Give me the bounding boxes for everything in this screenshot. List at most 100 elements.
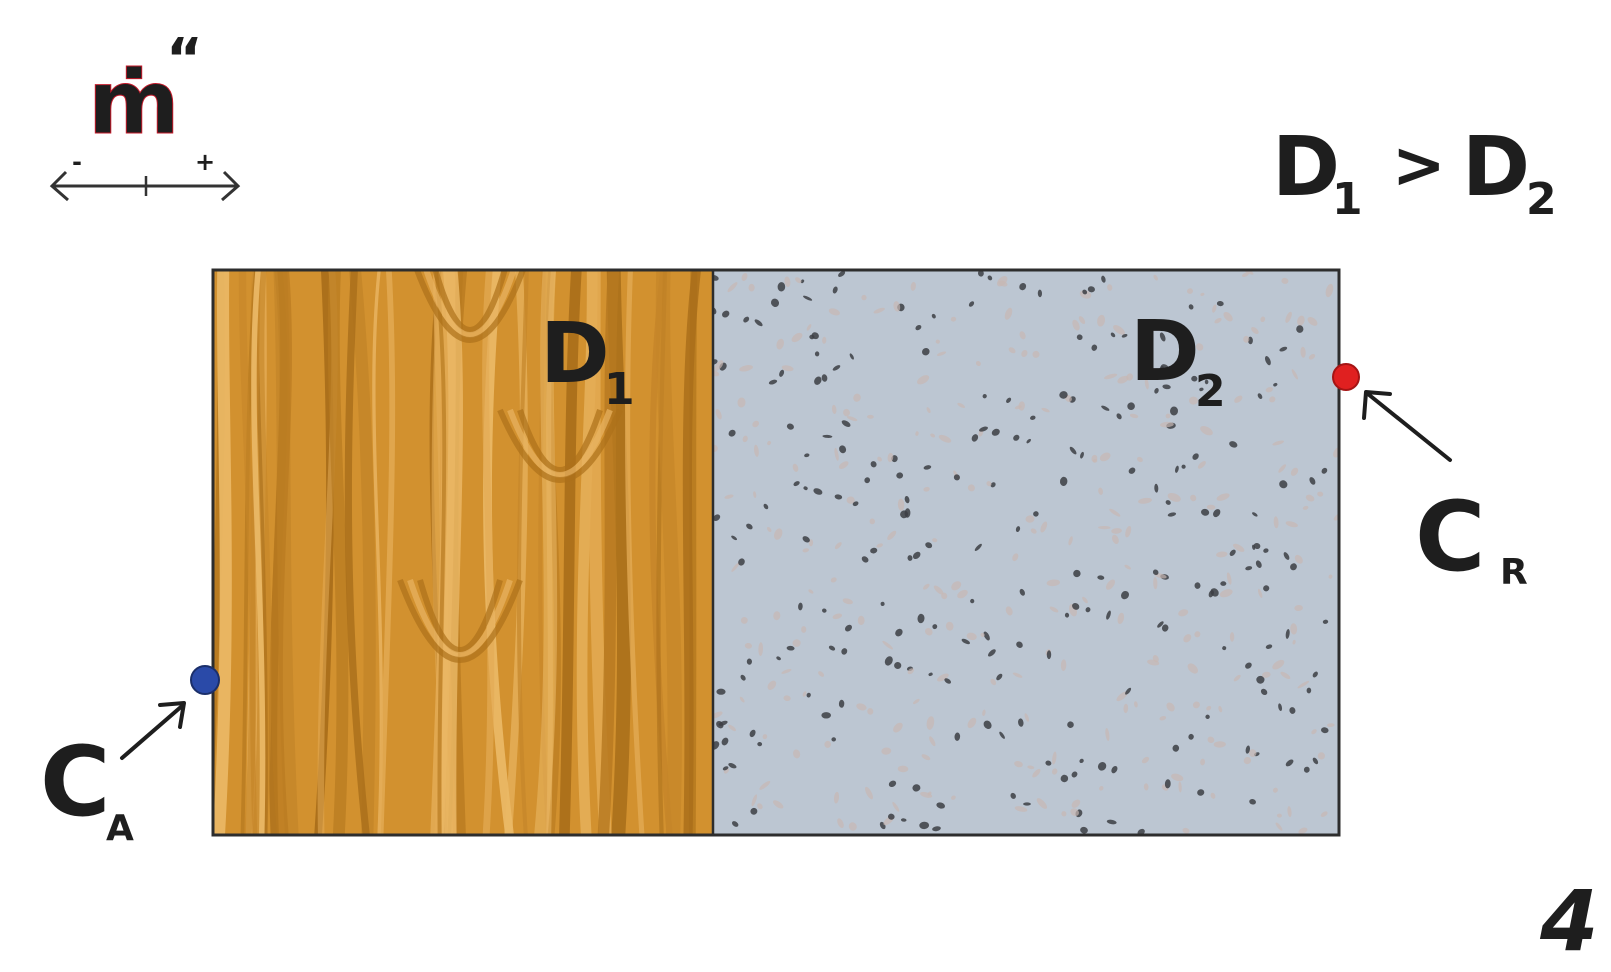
concrete-speckle bbox=[936, 802, 946, 809]
concrete-speckle bbox=[757, 803, 763, 810]
concrete-speckle bbox=[731, 562, 740, 572]
concrete-speckle bbox=[873, 307, 885, 314]
concrete-speckle bbox=[945, 621, 954, 631]
concrete-speckle bbox=[1213, 509, 1221, 518]
concrete-speckle bbox=[881, 747, 892, 755]
concrete-speckle bbox=[1207, 736, 1215, 744]
concrete-speckle bbox=[1041, 407, 1050, 413]
concrete-speckle bbox=[915, 431, 919, 436]
concrete-speckle bbox=[1143, 783, 1149, 791]
concrete-speckle bbox=[1060, 659, 1067, 671]
concrete-speckle bbox=[781, 668, 792, 674]
concrete-speckle bbox=[1037, 289, 1043, 298]
concrete-speckle bbox=[1296, 325, 1304, 333]
concrete-speckle bbox=[1280, 671, 1291, 680]
concrete-speckle bbox=[1192, 453, 1199, 460]
logo-letter: ṁ bbox=[88, 51, 180, 154]
concrete-speckle bbox=[843, 408, 850, 417]
concrete-speckle bbox=[1190, 494, 1197, 502]
concrete-speckle bbox=[749, 729, 756, 738]
concrete-speckle bbox=[1159, 715, 1167, 721]
concrete-speckle bbox=[971, 434, 979, 442]
concrete-speckle bbox=[1005, 606, 1013, 616]
concrete-speckle bbox=[1006, 397, 1012, 403]
concrete-speckle bbox=[1279, 480, 1288, 489]
concrete-speckle bbox=[1101, 405, 1110, 411]
concrete-speckle bbox=[1165, 413, 1171, 419]
concrete-speckle bbox=[1321, 727, 1329, 734]
concrete-speckle bbox=[1079, 758, 1084, 764]
concrete-speckle bbox=[793, 481, 800, 487]
concrete-speckle bbox=[762, 734, 768, 740]
concrete-speckle bbox=[1275, 822, 1283, 831]
concrete-speckle bbox=[763, 503, 769, 510]
concrete-speckle bbox=[1300, 346, 1306, 358]
concentration-r-label-main: C bbox=[1415, 481, 1485, 593]
concrete-speckle bbox=[773, 800, 784, 809]
concrete-speckle bbox=[1320, 811, 1328, 817]
concrete-speckle bbox=[919, 821, 930, 830]
concrete-speckle bbox=[1091, 344, 1098, 351]
concrete-speckle bbox=[1138, 497, 1152, 504]
concrete-speckle bbox=[1308, 354, 1316, 360]
concrete-speckle bbox=[982, 394, 987, 399]
concrete-speckle bbox=[1016, 641, 1023, 648]
concrete-speckle bbox=[936, 351, 947, 356]
concrete-speckle bbox=[1019, 331, 1026, 340]
concrete-speckle bbox=[1030, 415, 1036, 420]
concrete-speckle bbox=[1325, 283, 1334, 298]
concrete-speckle bbox=[1107, 284, 1113, 291]
concrete-speckle bbox=[767, 680, 777, 690]
concrete-speckle bbox=[931, 313, 936, 319]
concrete-speckle bbox=[1059, 391, 1068, 399]
concrete-speckle bbox=[1303, 766, 1310, 773]
concrete-speckle bbox=[880, 601, 885, 606]
concrete-speckle bbox=[1197, 461, 1206, 469]
wood-grain-stripe bbox=[656, 270, 668, 835]
concrete-speckle bbox=[1157, 621, 1164, 628]
concrete-speckle bbox=[739, 365, 753, 372]
concrete-speckle bbox=[926, 716, 935, 730]
concrete-speckle bbox=[1012, 553, 1019, 562]
concrete-speckle bbox=[1263, 548, 1269, 553]
concrete-speckle bbox=[770, 298, 780, 307]
concrete-speckle bbox=[912, 698, 920, 705]
concrete-speckle bbox=[1257, 588, 1263, 598]
wood-grain-stripe bbox=[240, 270, 258, 835]
concrete-speckle bbox=[1291, 369, 1298, 380]
concrete-speckle bbox=[751, 794, 758, 807]
concrete-speckle bbox=[1233, 543, 1245, 552]
concrete-speckle bbox=[831, 404, 837, 414]
concrete-speckle bbox=[1160, 421, 1174, 428]
concrete-speckle bbox=[897, 498, 905, 511]
concrete-speckle bbox=[1322, 619, 1329, 624]
concrete-speckle bbox=[966, 632, 977, 641]
concrete-speckle bbox=[832, 365, 841, 371]
concrete-speckle bbox=[938, 434, 952, 443]
concrete-speckle bbox=[1154, 387, 1159, 394]
wood-grain-stripe bbox=[682, 270, 702, 835]
concrete-speckle bbox=[1272, 787, 1278, 793]
concrete-speckle bbox=[802, 536, 810, 543]
concrete-speckle bbox=[1061, 811, 1067, 817]
concrete-speckle bbox=[1178, 609, 1189, 617]
concrete-speckle bbox=[803, 486, 808, 491]
concrete-speckle bbox=[754, 319, 763, 327]
concrete-speckle bbox=[1092, 459, 1098, 463]
concrete-speckle bbox=[1097, 762, 1107, 771]
concrete-speckle bbox=[837, 818, 844, 829]
concrete-speckle bbox=[1068, 536, 1073, 546]
concrete-speckle bbox=[1023, 802, 1031, 806]
concrete-speckle bbox=[776, 656, 781, 661]
concrete-speckle bbox=[926, 407, 931, 414]
wall-outline bbox=[211, 268, 1341, 837]
concrete-speckle bbox=[728, 762, 737, 769]
concrete-speckle bbox=[904, 508, 911, 518]
wood-grain-stripe bbox=[314, 270, 334, 835]
concrete-speckle bbox=[1294, 554, 1303, 564]
concrete-speckle bbox=[1214, 317, 1222, 324]
concrete-speckle bbox=[1210, 792, 1216, 799]
concrete-speckle bbox=[722, 310, 730, 318]
concrete-speckle bbox=[727, 282, 738, 293]
wood-grain-stripe bbox=[249, 270, 261, 835]
